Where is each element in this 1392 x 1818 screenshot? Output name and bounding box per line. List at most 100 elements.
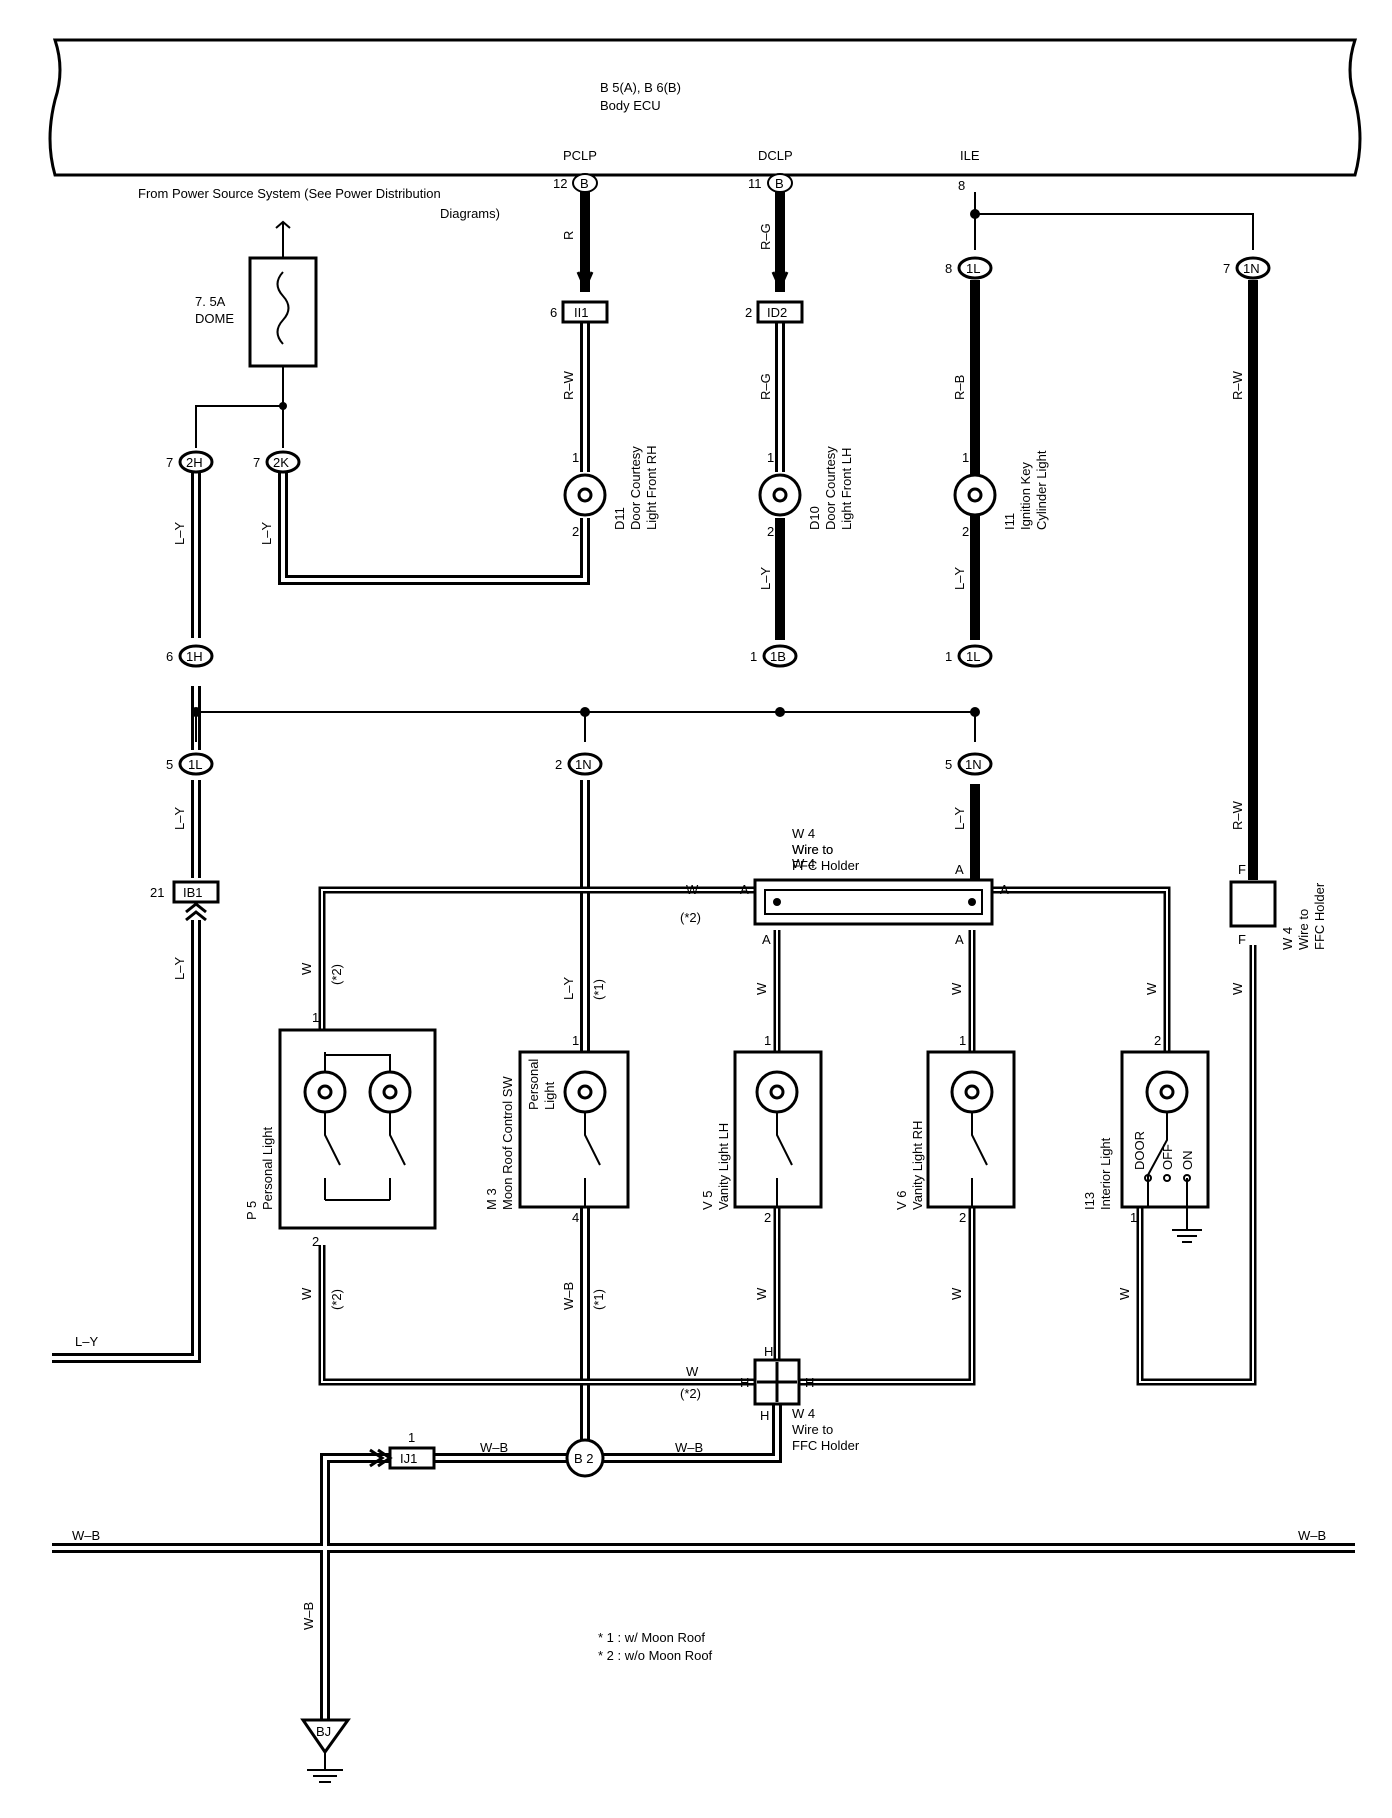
- svg-text:BJ: BJ: [316, 1724, 331, 1739]
- v5-id: V 5: [700, 1190, 715, 1210]
- svg-text:L–Y: L–Y: [259, 522, 274, 545]
- svg-text:6: 6: [550, 305, 557, 320]
- svg-text:1: 1: [312, 1010, 319, 1025]
- fuse-rating: 7. 5A: [195, 294, 226, 309]
- svg-text:F: F: [1238, 932, 1246, 947]
- fuse-box: [248, 256, 318, 368]
- svg-text:8: 8: [958, 178, 965, 193]
- hollow-wires: [52, 322, 1355, 1720]
- svg-text:W: W: [1144, 982, 1159, 995]
- ecu-connectors: B 12 B 11 8: [553, 173, 965, 193]
- svg-text:12: 12: [553, 176, 567, 191]
- svg-text:2: 2: [572, 524, 579, 539]
- ecu-title: B 5(A), B 6(B): [600, 80, 681, 95]
- fuse-name: DOME: [195, 311, 234, 326]
- connector-ij1: IJ1: [400, 1451, 417, 1466]
- svg-text:A: A: [955, 862, 964, 877]
- svg-text:W 4: W 4: [792, 1406, 815, 1421]
- svg-text:W–B: W–B: [72, 1528, 100, 1543]
- ground-bj: BJ: [300, 1718, 351, 1783]
- svg-text:FFC Holder: FFC Holder: [792, 1438, 860, 1453]
- svg-text:Personal: Personal: [526, 1059, 541, 1110]
- v6-id: V 6: [894, 1190, 909, 1210]
- svg-text:W: W: [299, 962, 314, 975]
- w-wires: [318, 886, 1257, 1386]
- connector-1h: 1H6: [166, 644, 214, 668]
- i11-id: I11: [1002, 513, 1017, 530]
- connector-1b: 1B1: [750, 644, 798, 668]
- svg-text:H: H: [764, 1344, 773, 1359]
- wire-labels: R R–G R–W R–G R–B R–W L–Y L–Y L–Y L–Y L–…: [72, 223, 1326, 1630]
- svg-text:2: 2: [959, 1210, 966, 1225]
- connector-ii1: II1: [574, 305, 588, 320]
- svg-text:1N: 1N: [575, 757, 592, 772]
- svg-text:(*2): (*2): [329, 1289, 344, 1310]
- svg-text:Light Front RH: Light Front RH: [644, 445, 659, 530]
- svg-text:H: H: [740, 1375, 749, 1390]
- svg-text:1: 1: [764, 1033, 771, 1048]
- svg-text:Ignition Key: Ignition Key: [1018, 462, 1033, 530]
- svg-text:W: W: [686, 1364, 699, 1379]
- m3-id: M 3: [484, 1188, 499, 1210]
- svg-text:A: A: [1000, 882, 1009, 897]
- svg-text:Diagrams): Diagrams): [440, 206, 500, 221]
- svg-text:B 2: B 2: [574, 1451, 594, 1466]
- svg-text:5: 5: [945, 757, 952, 772]
- svg-text:7: 7: [253, 455, 260, 470]
- svg-text:W: W: [949, 1287, 964, 1300]
- svg-text:(*2): (*2): [329, 964, 344, 985]
- connector-2h: 2H7: [166, 450, 214, 474]
- svg-text:ON: ON: [1180, 1151, 1195, 1171]
- power-source-label: From Power Source System (See Power Dist…: [138, 186, 441, 201]
- svg-text:W–B: W–B: [480, 1440, 508, 1455]
- svg-text:H: H: [805, 1375, 814, 1390]
- svg-text:Vanity Light LH: Vanity Light LH: [716, 1123, 731, 1210]
- svg-text:8: 8: [945, 261, 952, 276]
- svg-text:(*1): (*1): [591, 979, 606, 1000]
- svg-text:W: W: [299, 1287, 314, 1300]
- terminal-ile: ILE: [960, 148, 980, 163]
- svg-text:1: 1: [767, 450, 774, 465]
- svg-text:R–W: R–W: [561, 370, 576, 400]
- svg-text:F: F: [1238, 862, 1246, 877]
- svg-text:Wire to: Wire to: [792, 1422, 833, 1437]
- svg-text:1: 1: [1130, 1210, 1137, 1225]
- svg-text:W: W: [754, 1287, 769, 1300]
- footnotes: * 1 : w/ Moon Roof * 2 : w/o Moon Roof: [598, 1630, 713, 1663]
- component-boxes: [278, 1028, 1210, 1230]
- connector-b-dclp: B: [775, 176, 784, 191]
- terminal-dclp: DCLP: [758, 148, 793, 163]
- svg-text:1: 1: [945, 649, 952, 664]
- connector-1n-top: 1N7: [1223, 256, 1271, 280]
- svg-text:7: 7: [166, 455, 173, 470]
- svg-text:L–Y: L–Y: [561, 977, 576, 1000]
- w4-labels: W 4 Wire to FFC Holder W 4 Wire to FFC H…: [792, 826, 1327, 1453]
- component-labels: D11 Door Courtesy Light Front RH D10 Doo…: [244, 445, 1195, 1220]
- svg-text:(*2): (*2): [680, 910, 701, 925]
- terminal-pclp: PCLP: [563, 148, 597, 163]
- svg-text:W–B: W–B: [675, 1440, 703, 1455]
- component-pins: 1 2 1 2 1 2 1 2 1 4 1 2 1 2 2 1: [312, 450, 1161, 1249]
- svg-text:W 4: W 4: [792, 826, 815, 841]
- svg-text:R–G: R–G: [758, 373, 773, 400]
- svg-text:Cylinder Light: Cylinder Light: [1034, 450, 1049, 530]
- svg-text:A: A: [955, 932, 964, 947]
- connector-1l-low: 1L5: [166, 752, 214, 776]
- svg-text:1: 1: [572, 450, 579, 465]
- svg-text:Wire to: Wire to: [1296, 909, 1311, 950]
- svg-text:(*2): (*2): [680, 1386, 701, 1401]
- svg-text:1L: 1L: [966, 649, 980, 664]
- svg-text:L–Y: L–Y: [172, 522, 187, 545]
- svg-text:R–B: R–B: [952, 375, 967, 400]
- svg-text:2: 2: [312, 1234, 319, 1249]
- svg-text:L–Y: L–Y: [172, 957, 187, 980]
- connector-1l-top: 1L 8: [945, 256, 993, 280]
- svg-text:2: 2: [962, 524, 969, 539]
- svg-text:1L: 1L: [966, 261, 980, 276]
- i13-id: I13: [1082, 1192, 1097, 1210]
- svg-text:1: 1: [408, 1430, 415, 1445]
- svg-text:R–W: R–W: [1230, 800, 1245, 830]
- svg-text:W: W: [1117, 1287, 1132, 1300]
- d10-id: D10: [807, 506, 822, 530]
- svg-text:Light: Light: [542, 1081, 557, 1110]
